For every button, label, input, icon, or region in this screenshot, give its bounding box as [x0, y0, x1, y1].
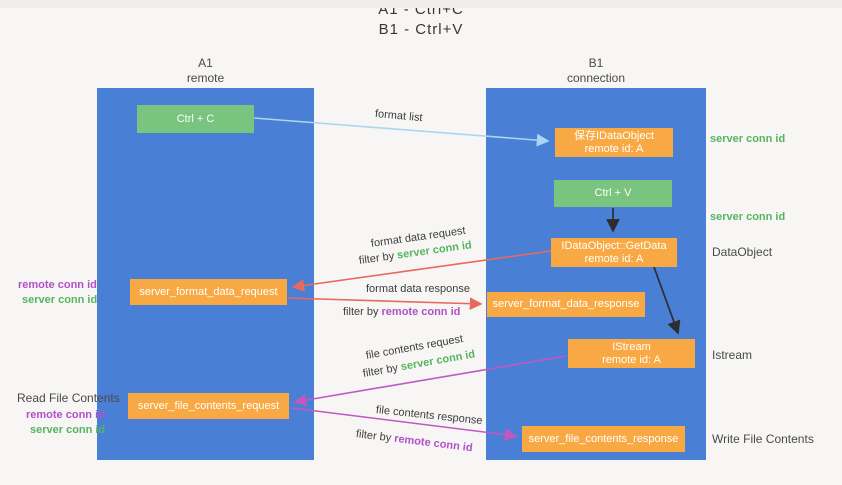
node-server-format-data-request-label: server_format_data_request [139, 285, 278, 298]
node-save-dataobject: 保存IDataObject remote id: A [555, 128, 673, 157]
node-ctrl-c: Ctrl + C [137, 105, 254, 133]
annotation-write-file-contents: Write File Contents [712, 432, 814, 446]
filter-by-prefix: filter by [358, 249, 398, 267]
node-istream: IStream remote id: A [568, 339, 695, 368]
remote-conn-id-key: remote conn id [393, 432, 474, 455]
bottom-edge [0, 0, 842, 8]
node-server-file-contents-request: server_file_contents_request [128, 393, 289, 419]
annotation-dataobject: DataObject [712, 245, 773, 259]
filter-by-prefix: filter by [343, 306, 382, 318]
label-format-data-response: format data response [366, 283, 470, 295]
annotation-remote-conn-id-mid: remote conn id [18, 279, 97, 291]
node-server-format-data-response-label: server_format_data_response [492, 298, 640, 310]
remote-conn-id-key: remote conn id [381, 306, 461, 318]
node-server-format-data-request: server_format_data_request [130, 279, 287, 305]
node-idataobject-getdata-line2: remote id: A [584, 252, 644, 265]
node-server-format-data-response: server_format_data_response [487, 292, 645, 317]
node-istream-line2: remote id: A [602, 353, 661, 366]
label-filter-by-remote-conn-id-file: filter by remote conn id [355, 428, 473, 454]
right-column-id: B1 [588, 56, 604, 70]
node-ctrl-v-label: Ctrl + V [594, 187, 632, 199]
left-column-id: A1 [198, 56, 213, 70]
filter-by-prefix: filter by [355, 428, 395, 445]
annotation-server-conn-id-top: server conn id [710, 133, 786, 145]
annotation-server-conn-id-bottom: server conn id [30, 424, 106, 436]
label-format-list: format list [374, 108, 424, 125]
node-server-file-contents-response-label: server_file_contents_response [528, 432, 679, 445]
node-ctrl-v: Ctrl + V [554, 180, 672, 207]
node-save-dataobject-line2: remote id: A [584, 142, 644, 155]
left-column-header: A1 remote [97, 56, 314, 86]
right-column-subtitle: connection [566, 71, 626, 85]
node-save-dataobject-line1: 保存IDataObject [573, 129, 655, 142]
annotation-server-conn-id-mid-left: server conn id [22, 294, 98, 306]
annotation-server-conn-id-mid: server conn id [710, 211, 786, 223]
arrow-format-data-response [287, 297, 483, 311]
node-server-file-contents-request-label: server_file_contents_request [137, 399, 280, 412]
node-server-file-contents-response: server_file_contents_response [522, 426, 685, 452]
annotation-read-file-contents: Read File Contents [17, 391, 120, 405]
node-idataobject-getdata-line1: IDataObject::GetData [561, 239, 667, 252]
title-line-ctrl-v: B1 - Ctrl+V [378, 21, 464, 38]
node-idataobject-getdata: IDataObject::GetData remote id: A [551, 238, 677, 267]
annotation-istream: Istream [712, 348, 753, 362]
label-file-contents-response: file contents response [375, 404, 484, 428]
left-column-subtitle: remote [186, 71, 225, 85]
node-istream-line1: IStream [612, 340, 651, 353]
annotation-remote-conn-id-bottom: remote conn id [26, 409, 105, 421]
right-column-header: B1 connection [486, 56, 706, 86]
label-filter-by-remote-conn-id-format: filter by remote conn id [343, 306, 460, 318]
node-ctrl-c-label: Ctrl + C [176, 112, 215, 125]
filter-by-prefix: filter by [361, 361, 402, 380]
